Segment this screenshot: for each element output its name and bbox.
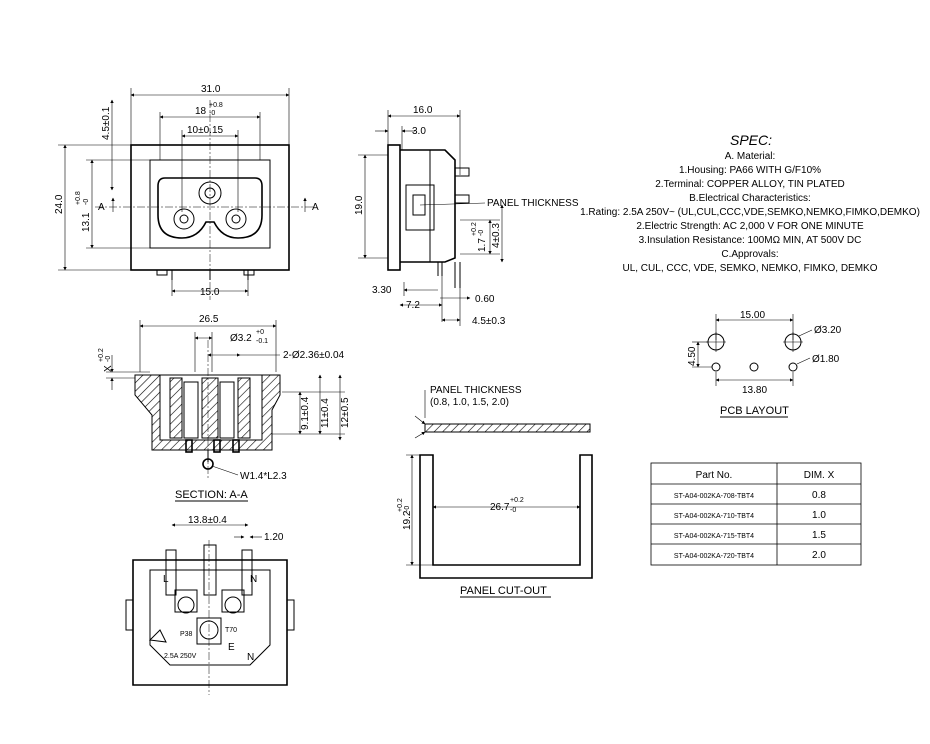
pcb-dim-138: 13.80 [742,385,767,396]
dim-x: X [103,365,114,372]
spec-line-1: A. Material: [725,151,776,162]
dim-267: 26.7 [490,502,510,513]
dim-width-10: 10±0.15 [187,125,224,136]
section-caption: SECTION: A-A [175,489,248,501]
pcb-dim-15: 15.00 [740,310,765,321]
pcb-dim-45: 4.50 [687,346,698,366]
dim-hole-32: Ø3.2 [230,333,252,344]
table-row-3-part: ST-A04-002KA-715-TBT4 [674,533,754,540]
tol-267-plus: +0.2 [510,497,524,504]
spec-line-3: 2.Terminal: COPPER ALLOY, TIN PLATED [655,179,845,190]
mark-n: N [250,574,257,585]
dim-72: 7.2 [406,300,420,311]
pcb-dim-18: Ø1.80 [812,354,840,365]
dim-depth-16: 16.0 [413,105,433,116]
dim-060: 0.60 [475,294,495,305]
table-row-1-part: ST-A04-002KA-708-TBT4 [674,493,754,500]
tol-267-minus: -0 [510,507,516,514]
table-row-3-dim: 1.5 [812,530,826,541]
mark-e: E [228,642,235,653]
tol-x-minus: -0 [105,356,112,362]
spec-title: SPEC: [730,132,772,148]
dim-138: 13.8±0.4 [188,515,227,526]
tol-32-minus: -0.1 [256,338,268,345]
section-view: 26.5 Ø3.2 +0 -0.1 2-Ø2.36±0.04 X +0.2 -0 [98,314,351,502]
section-mark-left: A [98,202,105,213]
spec-line-4: B.Electrical Characteristics: [689,193,811,204]
table-row-4-dim: 2.0 [812,550,826,561]
dim-offset-45: 4.5±0.1 [101,106,112,140]
dim-width-31: 31.0 [201,84,221,95]
dim-11: 11±0.4 [320,398,331,428]
panel-cutout-values: (0.8, 1.0, 1.5, 2.0) [430,397,509,408]
tol-32-plus: +0 [256,329,264,336]
tol-17-minus: -0 [478,230,485,236]
dim-192: 19.2 [402,510,413,530]
panel-cutout-caption: PANEL CUT-OUT [460,585,547,597]
dim-width-265: 26.5 [199,314,219,325]
table-header-dim: DIM. X [804,470,835,481]
table-header-part: Part No. [696,470,733,481]
tol-192-minus: -0 [404,506,411,512]
dim-12: 12±0.5 [340,397,351,428]
dim-4: 4±0.3 [491,223,502,248]
dim-holes-236: 2-Ø2.36±0.04 [283,350,345,361]
dim-91: 9.1±0.4 [300,396,311,430]
table-row-1-dim: 0.8 [812,490,826,501]
tol-192-plus: +0.2 [397,498,404,512]
tol-13-plus: +0.8 [75,191,82,205]
pcb-layout: 15.00 Ø3.20 Ø1.80 4.50 13.80 PCB LAYOUT [687,310,842,418]
dim-height-24: 24.0 [54,194,65,214]
table-row-2-part: ST-A04-002KA-710-TBT4 [674,513,754,520]
pcb-caption: PCB LAYOUT [720,405,789,417]
table-row-4-part: ST-A04-002KA-720-TBT4 [674,553,754,560]
panel-cutout-title: PANEL THICKNESS [430,385,522,396]
tol-18-minus: -0 [209,110,215,117]
dim-height-13: 13.1 [81,212,92,232]
spec-line-9: UL, CUL, CCC, VDE, SEMKO, NEMKO, FIMKO, … [622,263,877,274]
part-table: Part No. DIM. X ST-A04-002KA-708-TBT4 0.… [650,462,862,566]
dim-height-19: 19.0 [354,195,365,215]
tol-17-plus: +0.2 [471,222,478,236]
dim-17: 1.7 [477,238,488,252]
dim-120: 1.20 [264,532,284,543]
front-view: 31.0 18 +0.8 -0 10±0.15 24.0 13.1 +0.8 -… [54,84,319,300]
dim-45-side: 4.5±0.3 [472,316,506,327]
spec-line-8: C.Approvals: [721,249,778,260]
bottom-view: 13.8±0.4 1.20 L N P38 T70 2.5A 250V E N [125,515,295,695]
spec-block: SPEC: A. Material: 1.Housing: PA66 WITH … [580,132,920,274]
dim-width-18: 18 [195,106,207,117]
dim-depth-3: 3.0 [412,126,426,137]
side-view: 16.0 3.0 19.0 PANEL THICKNESS 1.7 +0.2 -… [354,105,579,327]
panel-thickness-label: PANEL THICKNESS [487,198,579,209]
table-row-2-dim: 1.0 [812,510,826,521]
dim-330: 3.30 [372,285,392,296]
mark-rating: 2.5A 250V [164,653,197,660]
panel-cutout: PANEL THICKNESS (0.8, 1.0, 1.5, 2.0) 19.… [397,385,593,598]
mark-l: L [163,574,169,585]
spec-line-2: 1.Housing: PA66 WITH G/F10% [679,165,821,176]
tol-x-plus: +0.2 [98,348,105,362]
spec-line-7: 3.Insulation Resistance: 100MΩ MIN, AT 5… [639,235,862,246]
tol-18-plus: +0.8 [209,102,223,109]
dim-pin-15: 15.0 [200,287,220,298]
spec-line-5: 1.Rating: 2.5A 250V~ (UL,CUL,CCC,VDE,SEM… [580,207,920,218]
mark-t70: T70 [225,627,237,634]
mark-p38: P38 [180,631,193,638]
section-mark-right: A [312,202,319,213]
dim-tab-label: W1.4*L2.3 [240,471,287,482]
mark-n2: N [247,652,254,663]
tol-13-minus: -0 [83,199,90,205]
pcb-dim-32: Ø3.20 [814,325,842,336]
spec-line-6: 2.Electric Strength: AC 2,000 V FOR ONE … [636,221,864,232]
